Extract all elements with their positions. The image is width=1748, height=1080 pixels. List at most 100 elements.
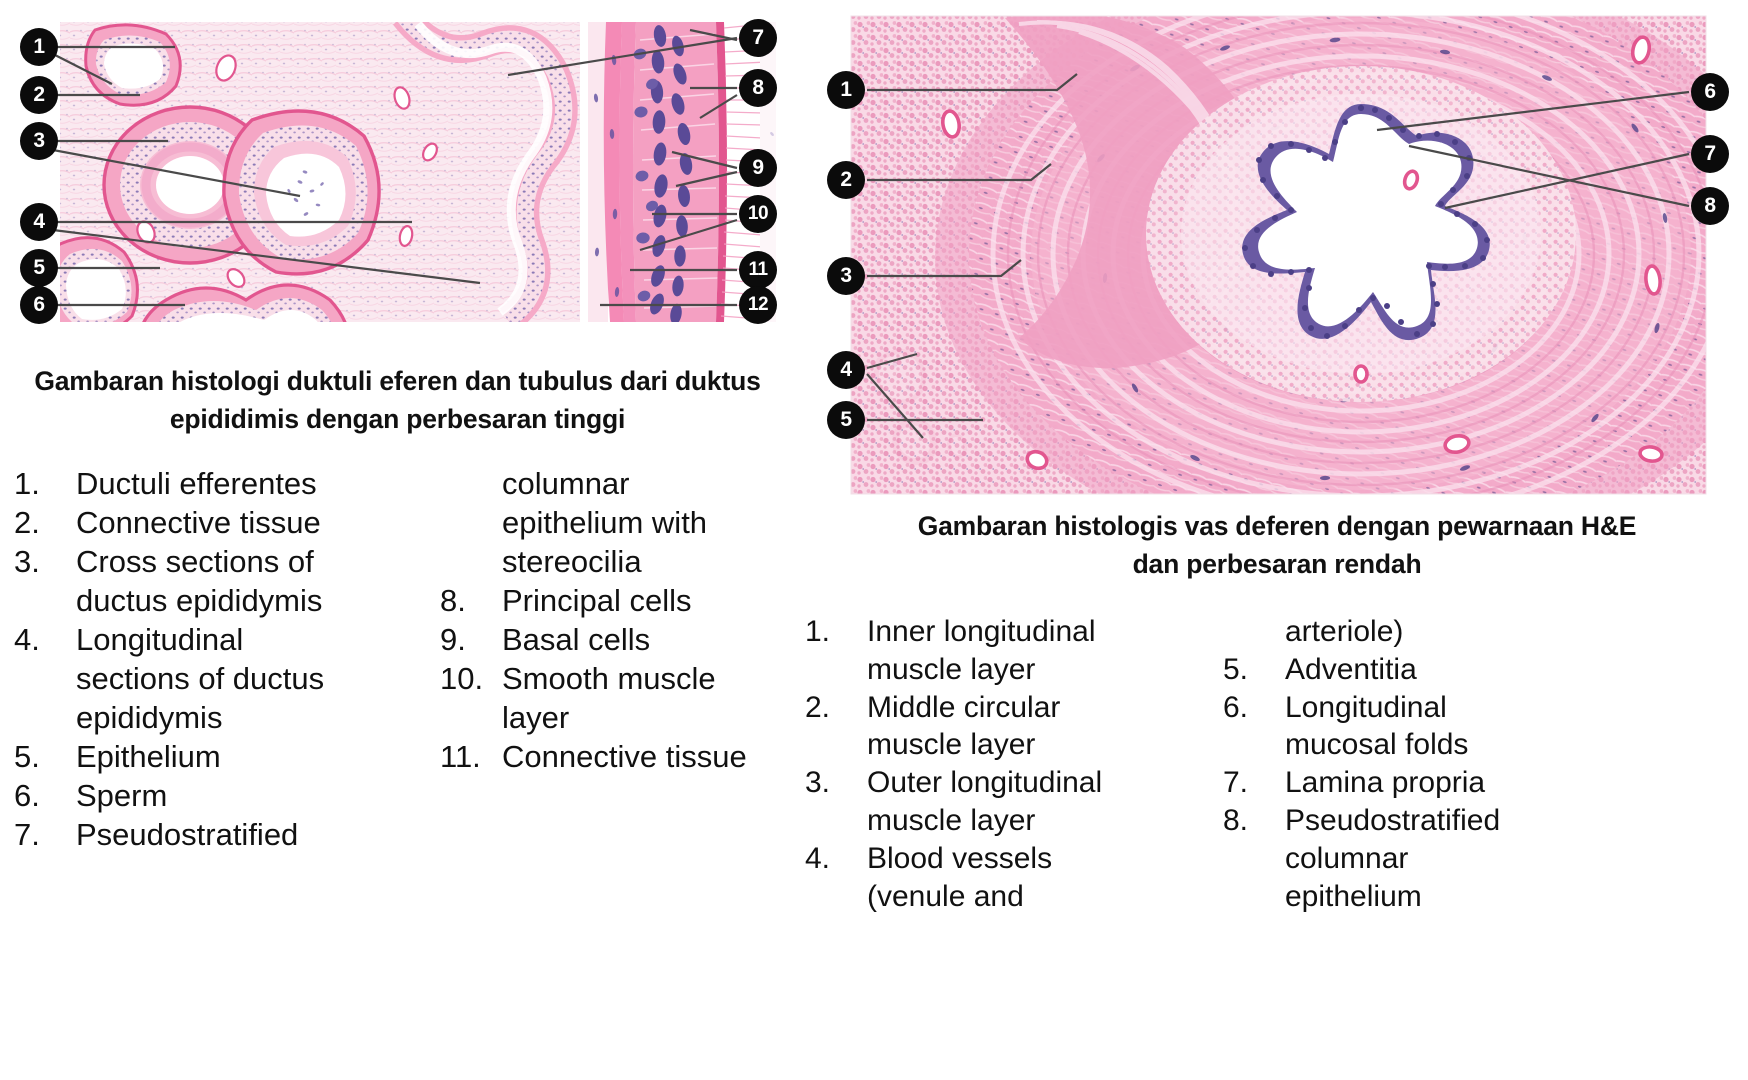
leg-num: 5.: [14, 739, 40, 775]
leg-num: 7.: [1223, 766, 1249, 800]
ductuli-efferentes-micrograph: [0, 0, 795, 330]
right-caption-line-2: dan perbesaran rendah: [1132, 548, 1422, 579]
left-marker-1[interactable]: 1: [20, 28, 58, 66]
left-caption-line-1: Gambaran histologi duktuli eferen dan tu…: [34, 366, 761, 396]
right-marker-5[interactable]: 5: [827, 401, 865, 439]
leg-text: Middle circular: [867, 690, 1061, 724]
left-subimage-tubules: [60, 22, 580, 322]
right-legend-column-1: 1. Inner longitudinal muscle layer 2. Mi…: [805, 613, 1205, 915]
left-marker-5[interactable]: 5: [20, 249, 58, 287]
list-item: 4. Blood vessels: [805, 840, 1205, 878]
list-item: 2. Middle circular: [805, 689, 1205, 727]
left-marker-6[interactable]: 6: [20, 286, 58, 324]
list-item-cont: columnar: [1285, 841, 1409, 875]
leg-num: 4.: [14, 622, 40, 658]
leg-text: Sperm: [76, 778, 168, 814]
leg-text: Longitudinal: [1285, 690, 1447, 724]
list-item: 5. Epithelium: [14, 737, 414, 776]
list-item-cont: epithelium with: [502, 505, 708, 541]
list-item: 7. Pseudostratified: [14, 815, 414, 854]
list-item: 8. Principal cells: [440, 581, 790, 620]
left-legend-column-2: columnar epithelium with stereocilia 8. …: [440, 464, 790, 776]
right-marker-8[interactable]: 8: [1691, 187, 1729, 225]
left-marker-12[interactable]: 12: [739, 286, 777, 324]
list-item: 7. Lamina propria: [1223, 764, 1623, 802]
left-marker-9[interactable]: 9: [739, 149, 777, 187]
right-marker-6[interactable]: 6: [1691, 73, 1729, 111]
vas-deferens-micrograph: [805, 8, 1748, 498]
leg-num: 5.: [1223, 652, 1249, 686]
list-item-cont: sections of ductus: [76, 661, 325, 697]
leg-text: Adventitia: [1285, 652, 1417, 686]
leg-num: 8.: [1223, 803, 1249, 837]
right-caption-line-1: Gambaran histologis vas deferen dengan p…: [917, 511, 1637, 541]
list-item: 9. Basal cells: [440, 620, 790, 659]
leg-text: Pseudostratified: [1285, 803, 1501, 837]
list-item: 10. Smooth muscle: [440, 659, 790, 698]
right-figure-legend: 1. Inner longitudinal muscle layer 2. Mi…: [805, 613, 1745, 1013]
leg-text: Ductuli efferentes: [76, 466, 317, 501]
list-item-cont: epithelium: [1285, 879, 1422, 913]
left-marker-2[interactable]: 2: [20, 76, 58, 114]
list-item: 8. Pseudostratified: [1223, 802, 1623, 840]
leg-num: 6.: [14, 778, 40, 814]
left-legend-column-1: 1. Ductuli efferentes 2. Connective tiss…: [14, 464, 414, 854]
list-item: 6. Sperm: [14, 776, 414, 815]
left-figure-legend: 1. Ductuli efferentes 2. Connective tiss…: [0, 464, 800, 864]
right-marker-4[interactable]: 4: [827, 351, 865, 389]
leg-text: Longitudinal: [76, 622, 244, 658]
list-item-cont: muscle layer: [867, 728, 1036, 762]
list-item-cont: muscle layer: [867, 803, 1036, 837]
leg-text: Connective tissue: [502, 739, 747, 775]
list-item: 5. Adventitia: [1223, 651, 1623, 689]
leg-num: 7.: [14, 817, 40, 853]
left-figure-caption: Gambaran histologi duktuli eferen dan tu…: [10, 363, 785, 438]
leg-num: 3.: [805, 766, 831, 800]
list-item-cont: arteriole): [1285, 615, 1404, 648]
vas-deferens-section: [851, 16, 1706, 494]
left-marker-11[interactable]: 11: [739, 251, 777, 289]
list-item: 4. Longitudinal: [14, 620, 414, 659]
list-item-cont: epididymis: [76, 700, 223, 736]
leg-num: 2.: [14, 505, 40, 541]
right-marker-7[interactable]: 7: [1691, 135, 1729, 173]
list-item: 1. Ductuli efferentes: [14, 464, 414, 503]
list-item: 3. Cross sections of: [14, 542, 414, 581]
left-marker-3[interactable]: 3: [20, 122, 58, 160]
right-figure-caption: Gambaran histologis vas deferen dengan p…: [812, 508, 1742, 583]
leg-num: 1.: [805, 615, 831, 648]
right-marker-3[interactable]: 3: [827, 257, 865, 295]
leg-num: 10.: [440, 661, 484, 697]
leg-num: 11.: [440, 739, 481, 775]
leg-num: 2.: [805, 690, 831, 724]
list-item-cont: mucosal folds: [1285, 728, 1469, 762]
leg-text: Connective tissue: [76, 505, 321, 541]
leg-text: Inner longitudinal: [867, 615, 1096, 648]
right-marker-2[interactable]: 2: [827, 161, 865, 199]
left-marker-10[interactable]: 10: [739, 195, 777, 233]
leg-text: Outer longitudinal: [867, 766, 1103, 800]
leg-num: 4.: [805, 841, 831, 875]
list-item: 11. Connective tissue: [440, 737, 790, 776]
leg-text: Smooth muscle: [502, 661, 716, 697]
right-marker-1[interactable]: 1: [827, 71, 865, 109]
list-item: 6. Longitudinal: [1223, 689, 1623, 727]
leg-text: Pseudostratified: [76, 817, 299, 853]
list-item-cont: layer: [502, 700, 570, 736]
left-marker-7[interactable]: 7: [739, 19, 777, 57]
leg-num: 3.: [14, 544, 40, 580]
right-figure-panel: 1 2 3 4 5 6 7 8: [805, 8, 1748, 498]
list-item-cont: muscle layer: [867, 652, 1036, 686]
leg-text: Cross sections of: [76, 544, 314, 580]
leg-num: 6.: [1223, 690, 1249, 724]
list-item-cont: (venule and: [867, 879, 1024, 913]
leg-num: 9.: [440, 622, 466, 658]
list-item: 3. Outer longitudinal: [805, 764, 1205, 802]
left-caption-line-2: epididimis dengan perbesaran tinggi: [169, 403, 626, 434]
leg-num: 8.: [440, 583, 466, 619]
list-item-cont: columnar: [502, 466, 630, 501]
leg-text: Epithelium: [76, 739, 221, 775]
left-marker-8[interactable]: 8: [739, 69, 777, 107]
left-marker-4[interactable]: 4: [20, 203, 58, 241]
